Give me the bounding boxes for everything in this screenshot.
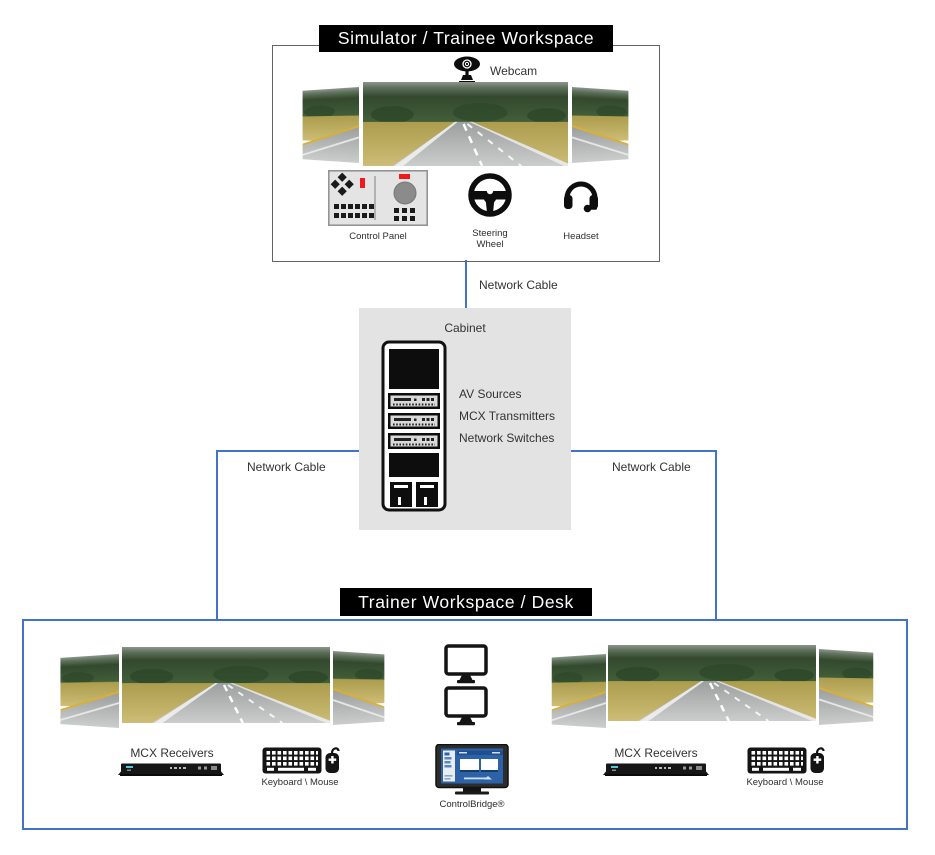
cabinet-item-mcx-transmitters: MCX Transmitters	[459, 409, 556, 423]
left-mcx-receiver-icon	[118, 763, 224, 776]
simulator-monitor-right	[572, 87, 629, 163]
left-keyboard-mouse-label: Keyboard \ Mouse	[261, 777, 339, 788]
steering-wheel-label: Steering Wheel	[472, 228, 508, 251]
left-mouse-icon	[325, 747, 340, 773]
server-rack-icon	[381, 340, 447, 512]
left-mcx-receivers-label: MCX Receivers	[130, 746, 214, 760]
cable-top-line	[465, 260, 467, 308]
cable-left-label: Network Cable	[247, 460, 326, 474]
cabinet-title: Cabinet	[444, 321, 486, 335]
simulator-title-text: Simulator / Trainee Workspace	[337, 28, 595, 48]
simulator-monitor-center	[363, 82, 568, 166]
cable-top-label: Network Cable	[479, 278, 558, 292]
control-panel-icon	[328, 170, 428, 226]
trainer-right-monitor-left	[551, 654, 606, 728]
simulator-workspace-title: Simulator / Trainee Workspace	[319, 25, 613, 52]
trainer-left-monitor-right	[333, 651, 385, 725]
headset-label: Headset	[563, 231, 599, 242]
trainer-right-monitor-center	[608, 645, 816, 721]
control-panel-label: Control Panel	[349, 231, 407, 242]
dual-monitors-icon	[444, 644, 488, 684]
simulator-monitor-left	[302, 87, 359, 163]
cable-right-label: Network Cable	[612, 460, 691, 474]
trainer-left-monitor-center	[122, 647, 330, 723]
right-mcx-receiver-icon	[603, 763, 709, 776]
right-mcx-receivers-label: MCX Receivers	[614, 746, 698, 760]
trainer-workspace-title: Trainer Workspace / Desk	[340, 588, 592, 616]
cable-left-vline	[216, 450, 218, 620]
cable-left-hline	[216, 450, 359, 452]
steering-wheel-icon	[468, 173, 512, 217]
trainer-left-monitor-left	[60, 654, 119, 728]
dual-monitors-icon-2	[444, 686, 488, 726]
left-keyboard-icon	[262, 747, 322, 774]
trainer-title-text: Trainer Workspace / Desk	[358, 591, 574, 612]
right-mouse-icon	[810, 747, 825, 773]
headset-icon	[564, 181, 598, 213]
cabinet-item-av-sources: AV Sources	[459, 387, 522, 401]
controlbridge-icon	[435, 744, 509, 795]
trainer-right-monitor-right	[819, 649, 873, 725]
cabinet-item-network-switches: Network Switches	[459, 431, 555, 445]
right-keyboard-mouse-label: Keyboard \ Mouse	[746, 777, 824, 788]
right-keyboard-icon	[747, 747, 807, 774]
controlbridge-label: ControlBridge®	[439, 799, 505, 810]
cable-right-hline	[571, 450, 717, 452]
webcam-label: Webcam	[490, 64, 538, 78]
cable-right-vline	[715, 450, 717, 620]
